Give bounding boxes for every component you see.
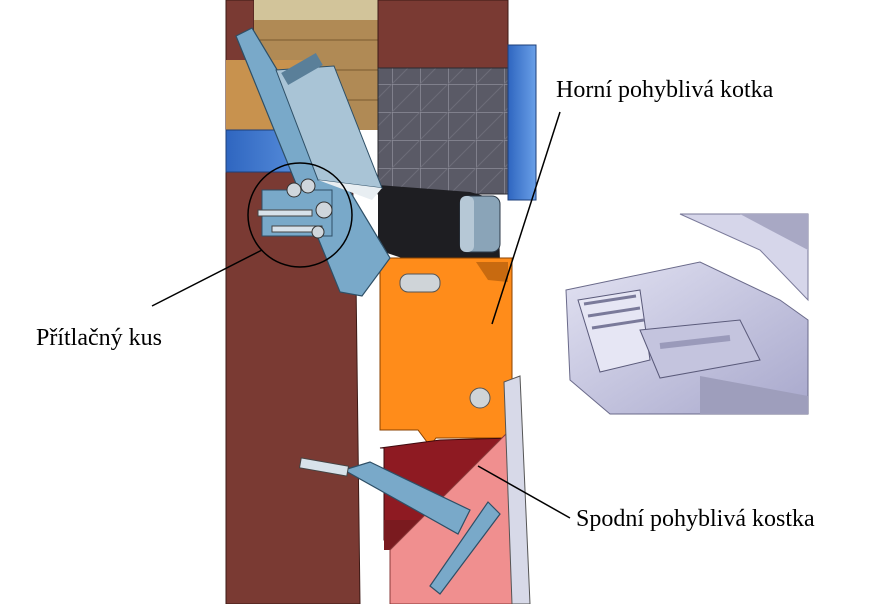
leader-line-upper: [491, 111, 561, 325]
label-lower-moving-block: Spodní pohyblivá kostka: [576, 506, 815, 532]
inset-3d-view: [565, 213, 809, 415]
detail-springs: [257, 178, 333, 239]
leader-line-pressure: [151, 249, 263, 307]
label-upper-moving-block: Horní pohyblivá kotka: [556, 77, 774, 103]
dark-roller: [378, 185, 501, 264]
label-pressure-piece: Přítlačný kus: [36, 325, 162, 351]
leader-line-lower: [477, 465, 571, 519]
lower-slider: [298, 457, 501, 595]
orange-upper-block: [379, 257, 519, 447]
frame-right-column: [377, 0, 509, 71]
pressure-piece: [235, 27, 391, 297]
mesh-block: [377, 67, 509, 195]
detail-circle: [247, 162, 353, 268]
blue-plate-right: [507, 44, 537, 201]
